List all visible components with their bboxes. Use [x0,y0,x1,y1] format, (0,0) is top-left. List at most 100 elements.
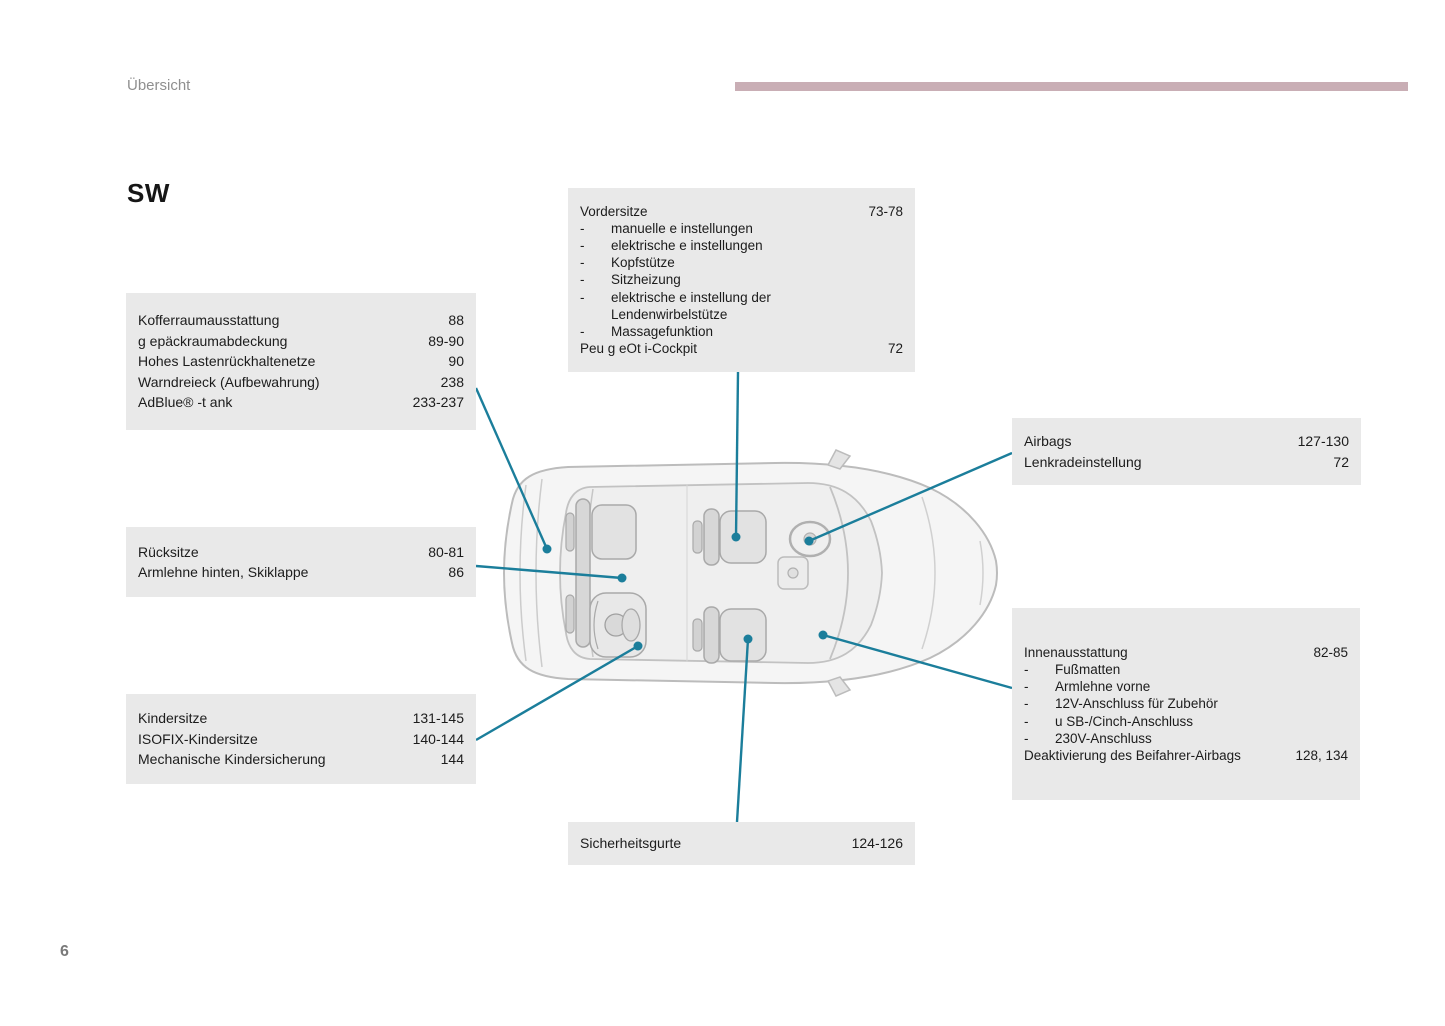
decorative-top-bar [735,82,1408,91]
car-top-view-diagram [502,449,998,697]
feature-row: Warndreieck (Aufbewahrung) 238 [138,372,464,393]
feature-label: manuelle e instellungen [611,220,753,236]
feature-row: Vordersitze 73-78 [580,203,903,220]
callout-airbags: Airbags 127-130 Lenkradeinstellung 72 [1012,418,1361,485]
callout-kofferraum: Kofferraumausstattung 88 g epäckraumabde… [126,293,476,430]
rear-seats [565,498,637,648]
page-ref: 90 [448,353,464,370]
page-ref: 144 [440,751,464,768]
dash-bullet: - [580,255,585,271]
page-ref: 82-85 [1313,644,1348,660]
callout-sicherheitsgurte: Sicherheitsgurte 124-126 [568,822,915,865]
feature-subitem: - manuelle e instellungen [580,220,903,237]
feature-label: Airbags [1024,433,1072,449]
feature-label: Kofferraumausstattung [138,312,280,329]
page-ref: 128, 134 [1295,748,1348,763]
feature-label: Armlehne vorne [1055,679,1151,695]
child-seat-icon [589,592,647,658]
dash-bullet: - [580,324,585,339]
feature-row: Innenausstattung 82-85 [1024,644,1348,661]
feature-row: Kofferraumausstattung 88 [138,310,464,331]
feature-label: elektrische e instellung der Lendenwirbe… [611,289,771,322]
feature-row: Armlehne hinten, Skiklappe 86 [138,562,464,583]
page-ref: 131-145 [412,710,464,727]
dash-bullet: - [580,237,585,253]
callout-innenausstattung: Innenausstattung 82-85 - Fußmatten - Arm… [1012,608,1360,800]
section-title: SW [127,178,170,208]
dash-bullet: - [1024,661,1029,677]
feature-label: Mechanische Kindersicherung [138,751,326,768]
page-ref: 233-237 [412,394,464,411]
feature-row: Airbags 127-130 [1024,431,1349,452]
callout-kindersitze: Kindersitze 131-145 ISOFIX-Kindersitze 1… [126,694,476,784]
feature-label: 230V-Anschluss [1055,730,1152,746]
feature-row: AdBlue® -t ank 233-237 [138,392,464,413]
feature-label: u SB-/Cinch-Anschluss [1055,713,1194,729]
dash-bullet: - [1024,713,1029,729]
feature-label: Deaktivierung des Beifahrer-Airbags [1024,748,1241,763]
feature-subitem: - Kopfstütze [580,254,903,271]
page-ref: 140-144 [412,730,464,747]
page-ref: 89-90 [428,332,464,349]
center-console [777,556,809,590]
page-ref: 72 [887,341,903,357]
feature-label: Warndreieck (Aufbewahrung) [138,373,320,390]
feature-subitem: - elektrische e instellung der Lendenwir… [580,289,903,323]
feature-label: Innenausstattung [1024,644,1128,660]
feature-label: Lenkradeinstellung [1024,453,1142,470]
page-ref: 80-81 [428,543,464,560]
front-grille-line [979,540,984,606]
feature-label: elektrische e instellungen [611,237,763,253]
feature-label: AdBlue® -t ank [138,394,233,411]
feature-label: Vordersitze [580,203,648,219]
page-ref: 88 [448,312,464,329]
feature-label: Peu g eOt i-Cockpit [580,341,698,357]
page-header: Übersicht [127,77,191,94]
feature-label: 12V-Anschluss für Zubehör [1055,696,1218,712]
feature-row: Mechanische Kindersicherung 144 [138,749,464,770]
feature-row: Kindersitze 131-145 [138,708,464,729]
feature-row: Peu g eOt i-Cockpit 72 [580,340,903,357]
feature-label: Armlehne hinten, Skiklappe [138,564,309,580]
feature-label: Kopfstütze [611,255,675,271]
feature-row: g epäckraumabdeckung 89-90 [138,331,464,352]
page-number: 6 [60,943,69,960]
feature-label: Sicherheitsgurte [580,835,682,852]
page-ref: 238 [440,373,464,390]
dash-bullet: - [1024,730,1029,746]
feature-label: Rücksitze [138,543,199,560]
feature-label: Fußmatten [1055,661,1121,677]
feature-subitem: - Fußmatten [1024,661,1348,678]
feature-label: Sitzheizung [611,272,681,288]
page-ref: 73-78 [868,203,903,219]
feature-label: Massagefunktion [611,324,714,339]
feature-row: ISOFIX-Kindersitze 140-144 [138,729,464,750]
feature-row: Sicherheitsgurte 124-126 [580,833,903,854]
feature-subitem: - 12V-Anschluss für Zubehör [1024,695,1348,712]
feature-label: Hohes Lastenrückhaltenetze [138,353,316,370]
front-seat-right [692,606,767,664]
feature-subitem: - elektrische e instellungen [580,237,903,254]
feature-label: g epäckraumabdeckung [138,332,288,349]
page-ref: 86 [448,564,464,580]
feature-subitem: - u SB-/Cinch-Anschluss [1024,713,1348,730]
dash-bullet: - [580,289,585,305]
dash-bullet: - [580,220,585,236]
feature-subitem: - Armlehne vorne [1024,678,1348,695]
page-ref: 72 [1333,453,1349,470]
page-ref: 124-126 [851,835,903,852]
callout-vordersitze: Vordersitze 73-78 - manuelle e instellun… [568,188,915,372]
feature-subitem: - 230V-Anschluss [1024,730,1348,747]
page-ref: 127-130 [1297,433,1349,449]
dash-bullet: - [580,272,585,288]
feature-row: Hohes Lastenrückhaltenetze 90 [138,351,464,372]
front-seat-left [692,508,767,566]
dash-bullet: - [1024,679,1029,695]
feature-row: Lenkradeinstellung 72 [1024,452,1349,473]
dash-bullet: - [1024,696,1029,712]
feature-subitem: - Massagefunktion [580,323,903,340]
feature-subitem: - Sitzheizung [580,271,903,288]
feature-label: Kindersitze [138,710,208,727]
feature-row: Deaktivierung des Beifahrer-Airbags 128,… [1024,747,1348,764]
